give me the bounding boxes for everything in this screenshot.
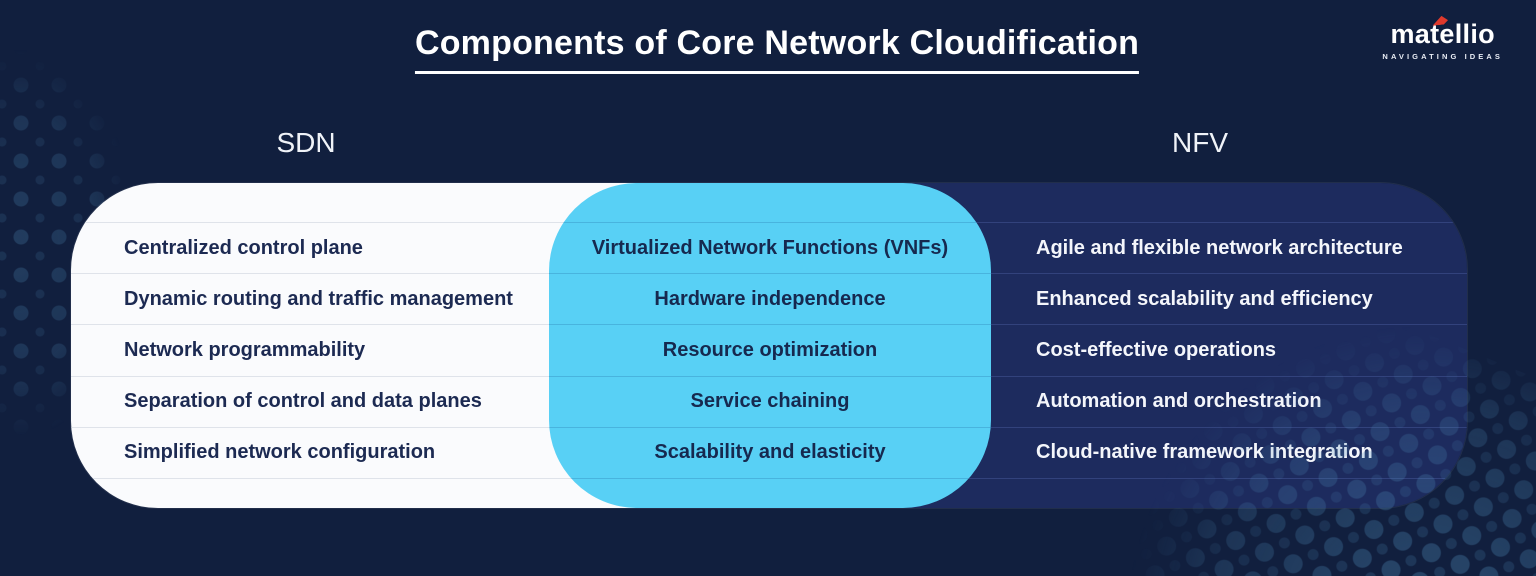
page-title: Components of Core Network Cloudificatio… (414, 24, 1140, 74)
nfv-item: Enhanced scalability and efficiency (771, 273, 1467, 324)
sdn-item: Network programmability (71, 324, 771, 375)
overlap-items-list: Virtualized Network Functions (VNFs) Har… (549, 222, 991, 479)
title-container: Components of Core Network Cloudificatio… (414, 24, 1140, 74)
nfv-column-label: NFV (1172, 127, 1228, 158)
overlap-item: Resource optimization (549, 324, 991, 375)
nfv-item: Cloud-native framework integration (771, 426, 1467, 478)
nfv-item: Automation and orchestration (771, 375, 1467, 427)
nfv-item: Cost-effective operations (771, 324, 1467, 375)
sdn-item: Simplified network configuration (71, 426, 771, 478)
matellio-logo: matellio NAVIGATING IDEAS (1382, 21, 1503, 61)
logo-wordmark: matellio (1390, 19, 1495, 49)
overlap-item: Scalability and elasticity (549, 426, 991, 478)
sdn-item: Dynamic routing and traffic management (71, 273, 771, 324)
sdn-items-list: Centralized control plane Dynamic routin… (71, 222, 771, 479)
nfv-items-list: Agile and flexible network architecture … (771, 222, 1467, 479)
overlap-item: Hardware independence (549, 273, 991, 324)
overlap-column-background: Virtualized Network Functions (VNFs) Har… (549, 183, 991, 508)
sdn-item: Centralized control plane (71, 222, 771, 273)
logo-tagline: NAVIGATING IDEAS (1382, 52, 1503, 61)
overlap-item: Service chaining (549, 375, 991, 427)
logo-wordmark-row: matellio (1390, 19, 1495, 49)
sdn-column-label: SDN (276, 127, 336, 158)
sdn-item: Separation of control and data planes (71, 375, 771, 427)
overlap-item: Virtualized Network Functions (VNFs) (549, 222, 991, 273)
nfv-item: Agile and flexible network architecture (771, 222, 1467, 273)
diagram-panel: Centralized control plane Dynamic routin… (70, 182, 1468, 509)
